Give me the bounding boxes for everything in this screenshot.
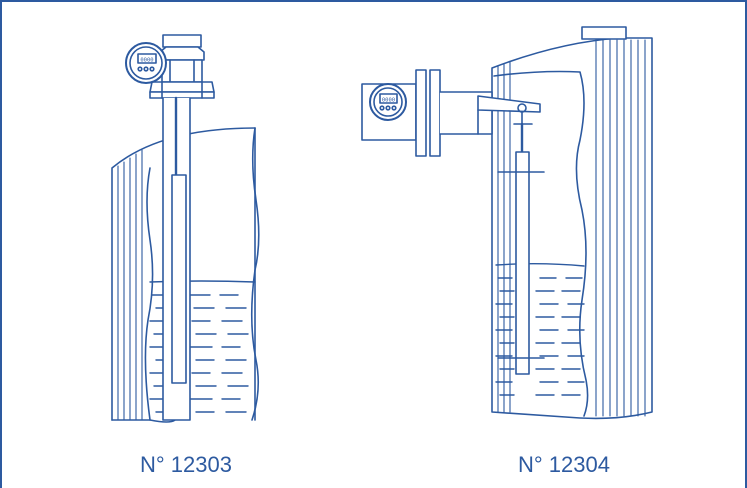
tank-side-mounted xyxy=(491,26,653,420)
gauge-side-mounted xyxy=(361,69,545,375)
display-readout-1: 0000 xyxy=(140,58,153,64)
gauge-top-mounted xyxy=(125,34,215,421)
figure-caption-12303: N° 12303 xyxy=(140,452,232,477)
display-readout-2: 0000 xyxy=(382,98,395,104)
figure-caption-12304: N° 12304 xyxy=(518,452,610,477)
tank-top-mounted xyxy=(111,127,260,423)
